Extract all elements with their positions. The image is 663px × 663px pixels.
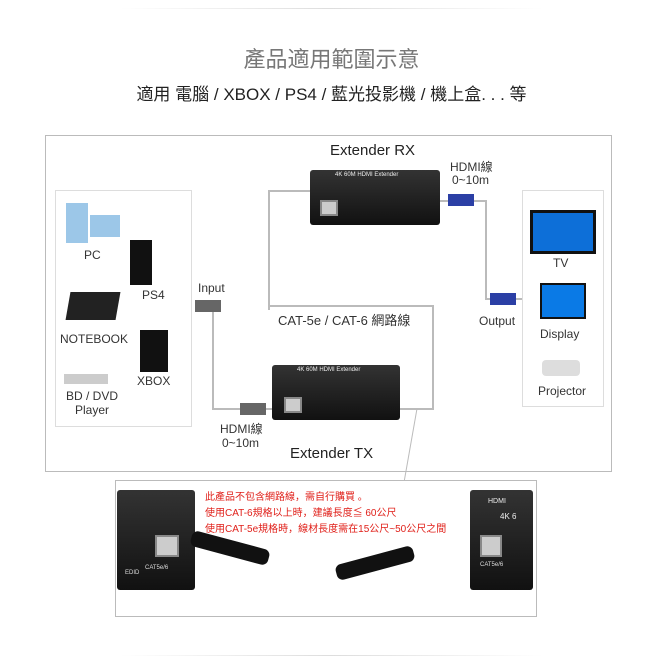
hdmi-line [485, 200, 487, 300]
rx-closeup: HDMI 4K 6 CAT5e/6 [470, 490, 533, 590]
cable-line [268, 190, 313, 192]
display-icon [540, 283, 586, 319]
hdmi-connector-icon [240, 403, 266, 415]
extender-tx-device: 4K 60M HDMI Extender [272, 365, 400, 420]
top-divider [120, 8, 543, 9]
projector-icon [542, 360, 580, 376]
hdmi-line [212, 310, 214, 410]
source-player: BD / DVD Player [65, 389, 118, 417]
display-tv: TV [553, 256, 569, 270]
extender-tx-label: Extender TX [290, 445, 374, 462]
source-ps4: PS4 [142, 288, 165, 302]
player-icon [64, 374, 108, 384]
note-line: 使用CAT-5e規格時，線材長度需在15公尺~50公尺之間 [205, 524, 447, 535]
bottom-divider [120, 655, 543, 656]
extender-rx-label: Extender RX [330, 142, 416, 159]
cable-line [432, 305, 434, 410]
hdmi-rx-label: HDMI線 [450, 160, 493, 174]
page-title: 產品適用範圍示意 [243, 47, 420, 72]
cable-label: CAT-5e / CAT-6 網路線 [278, 313, 411, 328]
tx-closeup: EDID CAT5e/6 [117, 490, 195, 590]
note-line: 此產品不包含網路線，需自行購買 。 [205, 492, 368, 503]
page-subtitle: 適用 電腦 / XBOX / PS4 / 藍光投影機 / 機上盒. . . 等 [136, 85, 527, 104]
hdmi-tx-length: 0~10m [222, 436, 260, 450]
pc-icon [66, 203, 88, 243]
hdmi-tx-label: HDMI線 [220, 422, 263, 436]
hdmi-connector-icon [448, 194, 474, 206]
extender-rx-device: 4K 60M HDMI Extender [310, 170, 440, 225]
note-line: 使用CAT-6規格以上時，建議長度≦ 60公尺 [205, 508, 397, 519]
display-projector: Projector [538, 384, 587, 398]
cable-line [268, 305, 433, 307]
source-notebook: NOTEBOOK [60, 332, 129, 346]
source-pc: PC [84, 248, 101, 262]
ps4-icon [130, 240, 152, 285]
display-display: Display [540, 327, 580, 341]
hdmi-connector-icon [195, 300, 221, 312]
notebook-icon [65, 292, 121, 320]
input-label: Input [198, 281, 225, 295]
hdmi-rx-length: 0~10m [452, 173, 490, 187]
monitor-icon [90, 215, 120, 237]
notes-text: 此產品不包含網路線，需自行購買 。 使用CAT-6規格以上時，建議長度≦ 60公… [205, 490, 446, 538]
tv-icon [530, 210, 596, 254]
xbox-icon [140, 330, 168, 372]
source-xbox: XBOX [137, 374, 171, 388]
hdmi-connector-icon [490, 293, 516, 305]
output-label: Output [479, 314, 516, 328]
cable-line [268, 190, 270, 310]
